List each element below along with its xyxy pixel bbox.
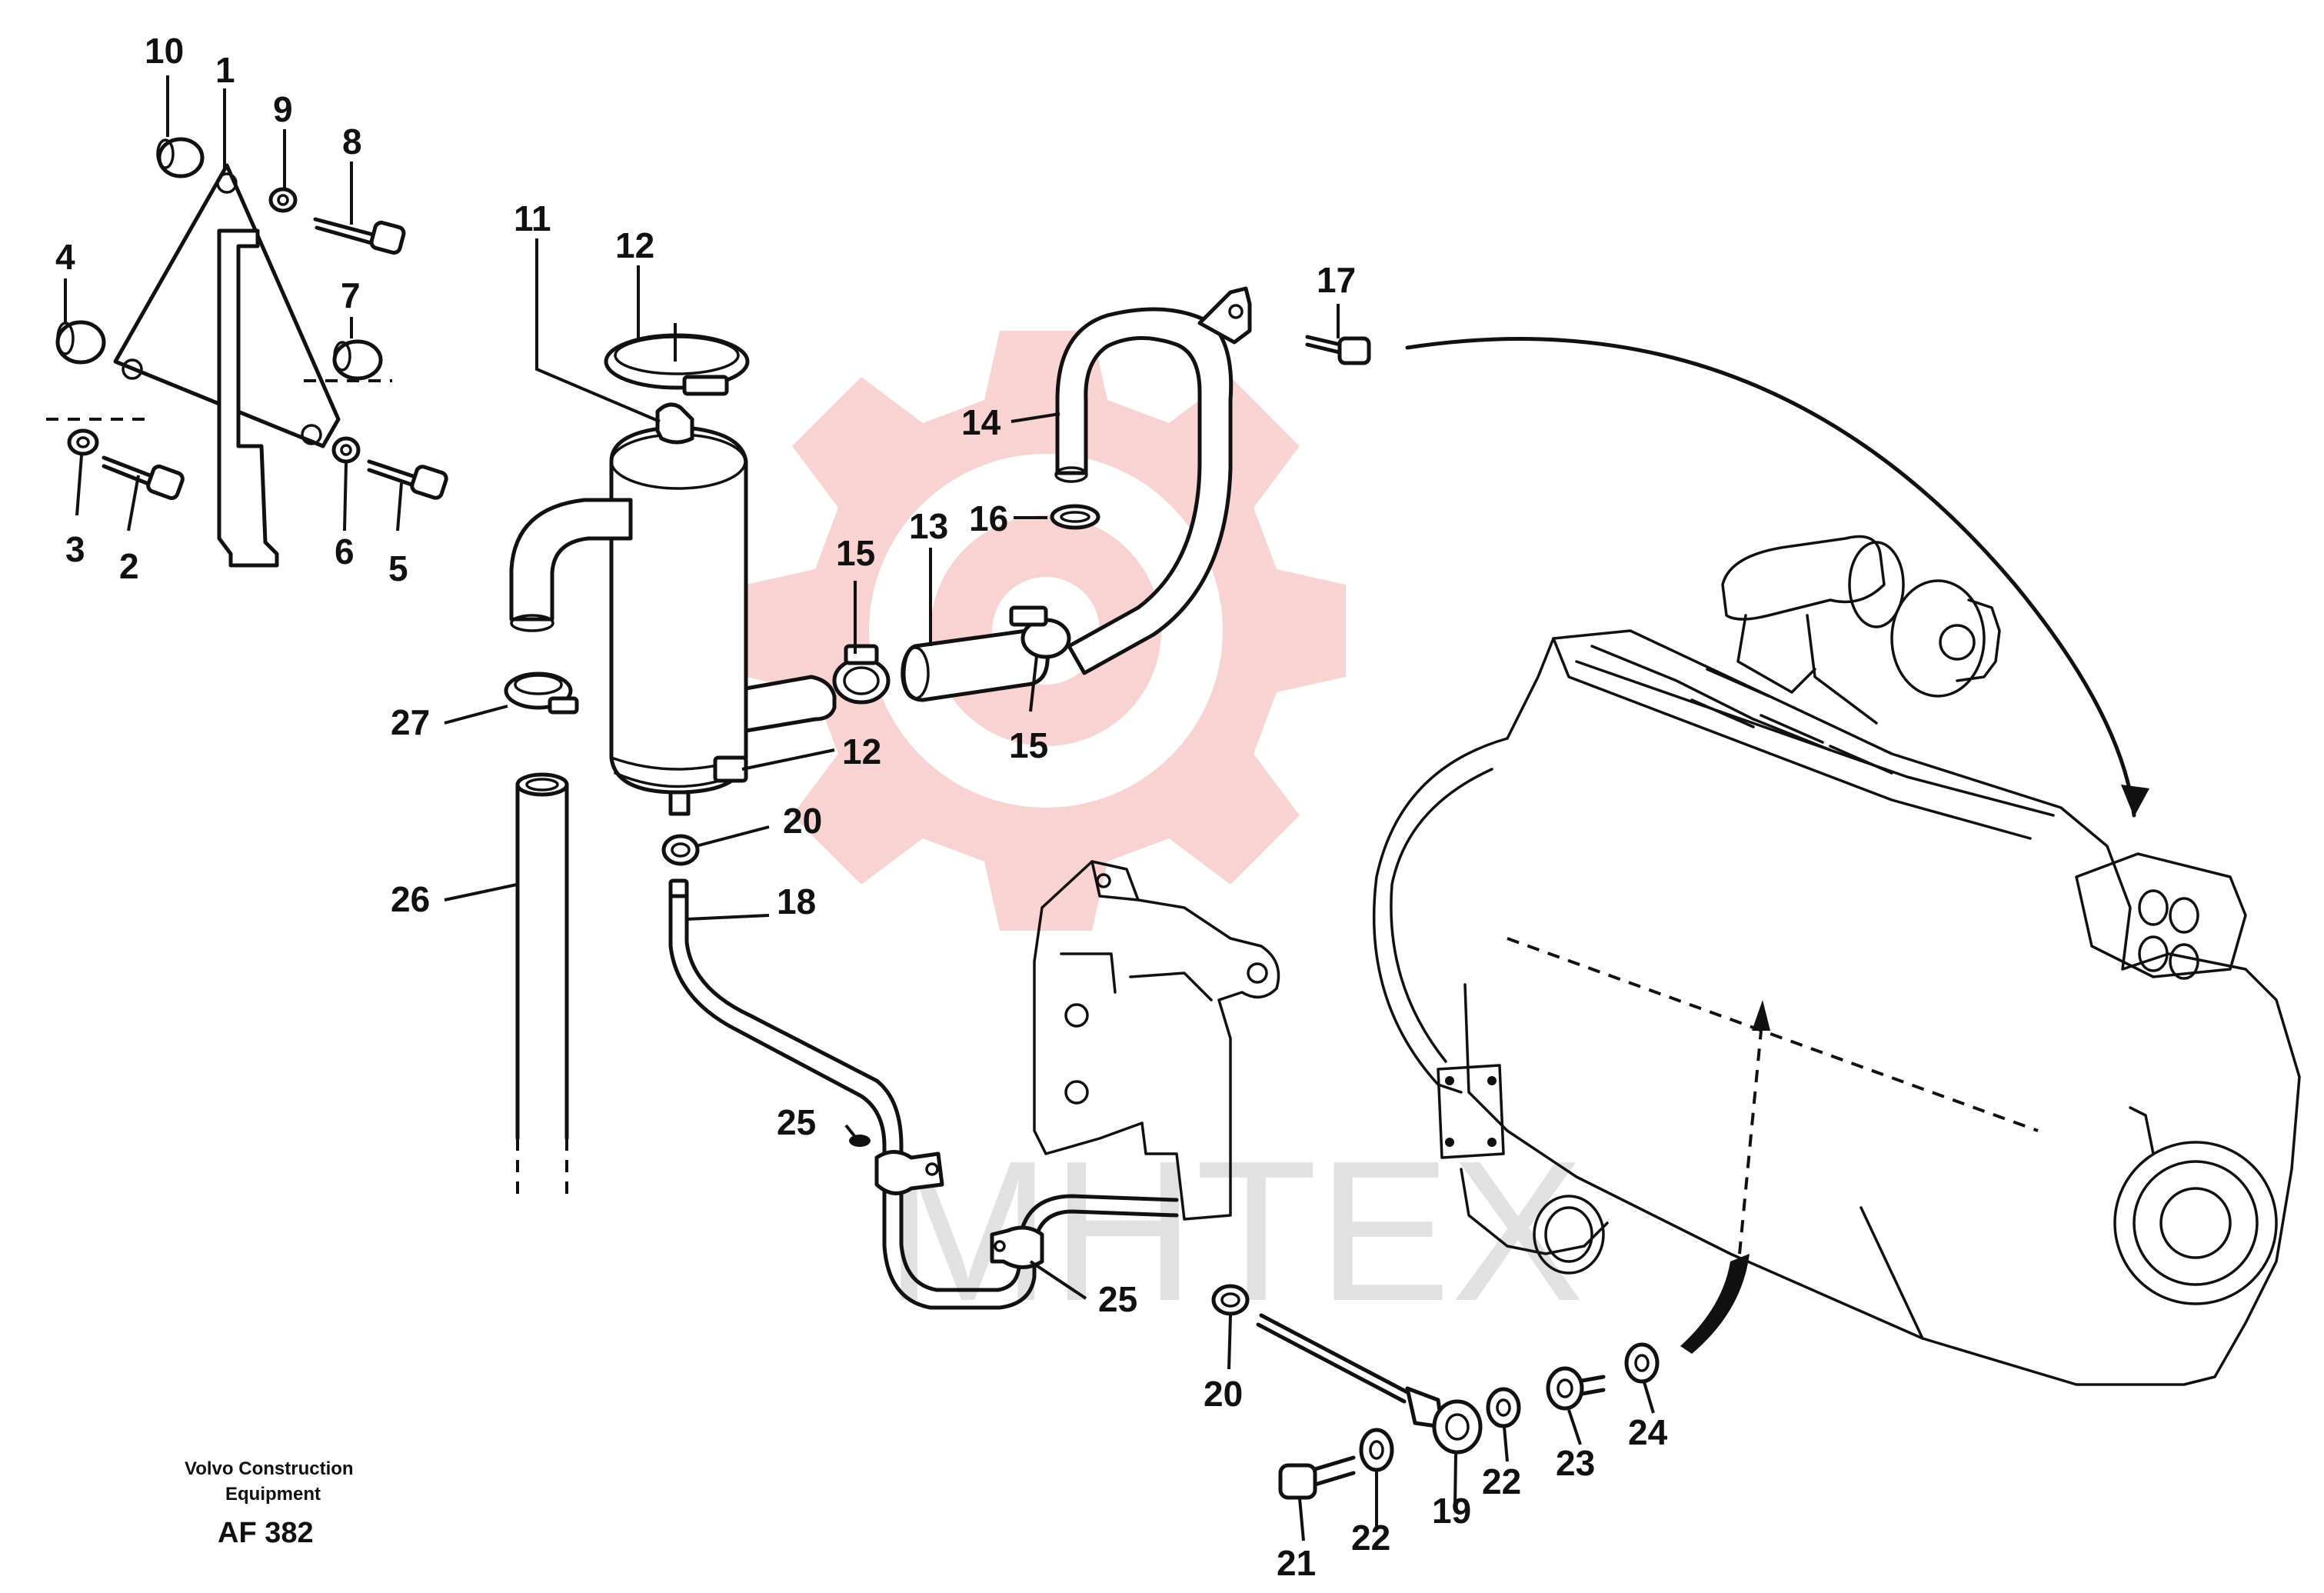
callout-10: 10 (145, 31, 184, 71)
washer-6 (331, 436, 361, 464)
callout-22-right: 22 (1482, 1461, 1521, 1501)
bolt-5 (367, 459, 448, 500)
footer-company-line2: Equipment (225, 1484, 321, 1505)
callout-12-top: 12 (615, 225, 654, 265)
banjo-bolt-21 (1278, 1455, 1356, 1500)
clip-25-lower (990, 1225, 1044, 1269)
callout-2: 2 (119, 546, 139, 586)
callout-24: 24 (1628, 1412, 1668, 1452)
callout-22-left: 22 (1351, 1518, 1390, 1558)
callout-18: 18 (777, 881, 816, 921)
callout-12-bottom: 12 (842, 732, 881, 772)
callout-23: 23 (1556, 1443, 1595, 1483)
hose-clamp-27 (504, 672, 579, 715)
callout-19: 19 (1432, 1491, 1471, 1531)
hose-clamp-15-right (1009, 605, 1071, 659)
drain-pipe-26 (515, 772, 569, 1200)
washer-9 (268, 187, 298, 213)
callout-11: 11 (514, 198, 551, 238)
leader-lines (64, 75, 1655, 1541)
callout-15-right: 15 (1009, 725, 1048, 765)
callout-7: 7 (341, 275, 361, 315)
callout-25-upper: 25 (777, 1102, 816, 1142)
bushing-10 (156, 137, 205, 178)
washer-22-right (1486, 1387, 1521, 1428)
mounting-bracket-assembly (46, 137, 448, 568)
callout-26: 26 (391, 879, 430, 919)
bolt-17 (1305, 335, 1371, 365)
callout-20-bottom: 20 (1204, 1374, 1243, 1414)
callout-15-left: 15 (836, 533, 875, 573)
bolt-2 (102, 455, 185, 501)
fitting-location-arrow (1680, 1000, 1770, 1354)
washer-24 (1624, 1342, 1660, 1384)
bolt-23 (1546, 1366, 1606, 1411)
bolt-8 (313, 217, 406, 255)
callout-8: 8 (342, 122, 362, 162)
callout-4: 4 (55, 237, 75, 277)
bushing-4 (55, 320, 106, 365)
callout-13: 13 (909, 506, 948, 546)
washer-3 (67, 428, 99, 456)
callout-17: 17 (1317, 260, 1356, 300)
callout-25-lower: 25 (1098, 1279, 1137, 1319)
marker-dot-25 (849, 1135, 871, 1147)
hose-14 (1054, 286, 1252, 675)
hose-clamp-20-bottom (1211, 1284, 1250, 1316)
outlet-pipe (744, 675, 837, 733)
footer-company-line1: Volvo Construction (185, 1458, 354, 1479)
callout-27: 27 (391, 702, 430, 742)
strap-bracket (217, 228, 279, 568)
callout-14: 14 (961, 402, 1001, 442)
footer-code: AF 382 (218, 1517, 314, 1549)
callout-21: 21 (1277, 1543, 1316, 1583)
callout-1: 1 (215, 50, 235, 90)
callout-5: 5 (388, 548, 408, 588)
location-arrow (1405, 337, 2149, 818)
engine-support-bracket (1033, 860, 1280, 1221)
clip-25-upper (874, 1150, 944, 1195)
callout-6: 6 (335, 532, 355, 572)
callout-9: 9 (273, 89, 293, 129)
banjo-fitting-19 (1405, 1386, 1483, 1455)
hose-clamp-20-top (661, 834, 700, 866)
hose-clamp-12-bottom (713, 755, 748, 783)
callout-20-top: 20 (783, 801, 822, 841)
breather-hose-upper (509, 498, 633, 632)
hose-bracket-tab (1197, 286, 1252, 345)
washer-22-left (1359, 1428, 1394, 1472)
callout-3: 3 (65, 529, 85, 569)
o-ring-16 (1050, 504, 1100, 530)
footer-info: Volvo Construction Equipment AF 382 (185, 1458, 354, 1549)
callout-16: 16 (969, 498, 1008, 538)
engine-block (1372, 535, 2301, 1386)
bushing-7 (332, 339, 383, 381)
callout-labels: 10 1 9 8 4 7 3 2 6 5 11 12 17 14 16 15 1… (55, 31, 1668, 1583)
connector-pipe (1259, 1313, 1410, 1395)
